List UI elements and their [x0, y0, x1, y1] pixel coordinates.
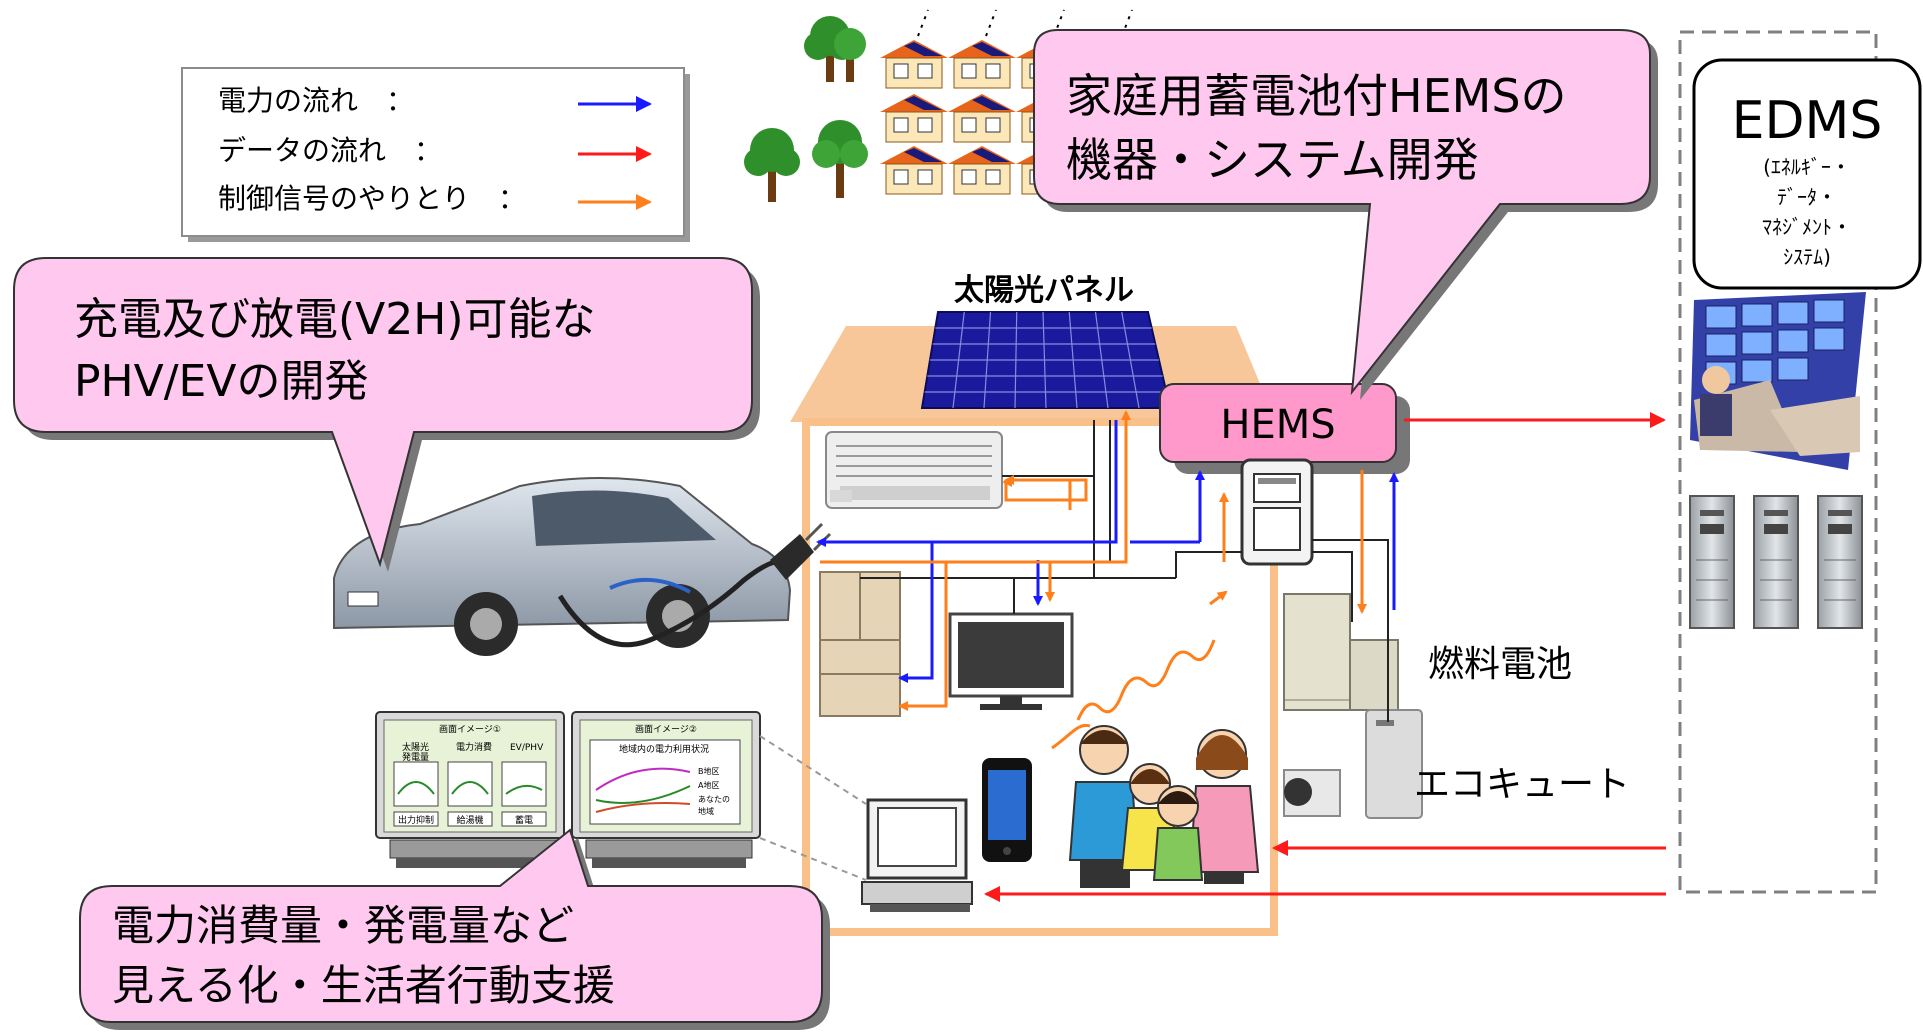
- house-icon: [880, 94, 948, 143]
- callout-visual-line2: 見える化・生活者行動支援: [112, 961, 615, 1010]
- control-room-illustration: [1690, 292, 1866, 470]
- refrigerator-icon: [819, 571, 901, 717]
- hems-box: HEMS: [1159, 383, 1410, 474]
- server-icons: [1689, 495, 1863, 629]
- edms-subtitle-1: (ｴﾈﾙｷﾞｰ・: [1763, 155, 1851, 179]
- air-conditioner-icon: [825, 431, 1003, 509]
- smartphone-icon: [982, 758, 1032, 862]
- house-icon: [880, 40, 948, 89]
- screen1-btn1: 出力抑制: [398, 814, 434, 826]
- screen2-d: 地域: [698, 806, 714, 816]
- callout-v2h-line1: 充電及び放電(V2H)可能な: [74, 294, 596, 345]
- screen2-a: B地区: [698, 766, 720, 776]
- edms-subtitle-4: ｼｽﾃﾑ): [1783, 245, 1831, 269]
- callout-visualization: 電力消費量・発電量など 見える化・生活者行動支援: [79, 828, 830, 1030]
- house-icon: [948, 146, 1016, 195]
- car-illustration: [333, 477, 792, 656]
- legend-data-label: データの流れ ：: [218, 134, 442, 167]
- ecocute-icon: [1283, 709, 1423, 819]
- screen2-b: A地区: [698, 780, 719, 790]
- server-icon: [1817, 495, 1863, 629]
- family-illustration: [1068, 725, 1260, 888]
- solar-panel: [920, 311, 1172, 409]
- callout-visual-line1: 電力消費量・発電量など: [112, 901, 574, 950]
- screen1-ev: EV/PHV: [510, 743, 544, 753]
- wiring: [860, 420, 1389, 722]
- monitor-1: 画面イメージ① 太陽光 発電量 電力消費 EV/PHV 出力抑制 給湯機 蓄電: [375, 711, 565, 868]
- edms-subtitle-3: ﾏﾈｼﾞﾒﾝﾄ・: [1762, 215, 1852, 239]
- callout-hems-development: 家庭用蓄電池付HEMSの 機器・システム開発: [1033, 29, 1658, 400]
- hems-label: HEMS: [1220, 402, 1335, 448]
- legend: 電力の流れ ： データの流れ ： 制御信号のやりとり ：: [181, 67, 690, 242]
- house-icon: [948, 40, 1016, 89]
- screen1-consume: 電力消費: [456, 741, 492, 753]
- server-icon: [1689, 495, 1735, 629]
- wireless-signal: [1076, 639, 1216, 721]
- callout-hems-line1: 家庭用蓄電池付HEMSの: [1066, 69, 1567, 123]
- tree-icon: [804, 16, 866, 82]
- fuel-cell-label: 燃料電池: [1428, 644, 1572, 685]
- ecocute-label: エコキュート: [1414, 764, 1630, 805]
- callout-hems-line2: 機器・システム開発: [1066, 133, 1479, 187]
- edms-box: EDMS (ｴﾈﾙｷﾞｰ・ ﾃﾞｰﾀ・ ﾏﾈｼﾞﾒﾝﾄ・ ｼｽﾃﾑ): [1692, 58, 1922, 290]
- charging-cable: [557, 559, 781, 648]
- tree-icon: [744, 128, 800, 202]
- control-signal-arrows: [820, 410, 1367, 750]
- power-flow-arrows: [816, 420, 1399, 683]
- monitor-2: 画面イメージ② 地域内の電力利用状況 B地区 A地区 あなたの 地域: [571, 711, 761, 868]
- screen2-heading: 地域内の電力利用状況: [619, 743, 709, 755]
- house-icon: [948, 94, 1016, 143]
- edms-subtitle-2: ﾃﾞｰﾀ・: [1777, 185, 1837, 209]
- screen2-c: あなたの: [698, 795, 730, 804]
- edms-area-border: [1678, 30, 1878, 894]
- fuel-cell-icon: [1283, 593, 1399, 711]
- server-icon: [1753, 495, 1799, 629]
- house-icon: [880, 146, 948, 195]
- controller-panel-icon: [1240, 458, 1314, 566]
- desktop-pc-icon: [861, 798, 973, 912]
- screen2-title: 画面イメージ②: [635, 724, 697, 735]
- screen1-title: 画面イメージ①: [439, 724, 501, 735]
- tree-icon: [812, 120, 868, 198]
- screen1-btn2: 給湯機: [456, 814, 483, 826]
- callout-v2h-line2: PHV/EVの開発: [74, 356, 368, 407]
- solar-panel-label: 太陽光パネル: [954, 273, 1134, 308]
- callout-v2h: 充電及び放電(V2H)可能な PHV/EVの開発: [13, 257, 760, 572]
- visualization-monitors: 画面イメージ① 太陽光 発電量 電力消費 EV/PHV 出力抑制 給湯機 蓄電 …: [375, 711, 761, 868]
- legend-power-label: 電力の流れ ：: [218, 84, 414, 117]
- data-flow-arrows: [984, 412, 1666, 902]
- edms-title: EDMS: [1732, 91, 1883, 151]
- legend-control-label: 制御信号のやりとり ：: [218, 182, 526, 215]
- screen1-btn3: 蓄電: [515, 814, 533, 826]
- screen1-solar: 太陽光: [402, 741, 429, 753]
- tv-icon: [948, 612, 1074, 710]
- screen1-gen: 発電量: [402, 751, 429, 763]
